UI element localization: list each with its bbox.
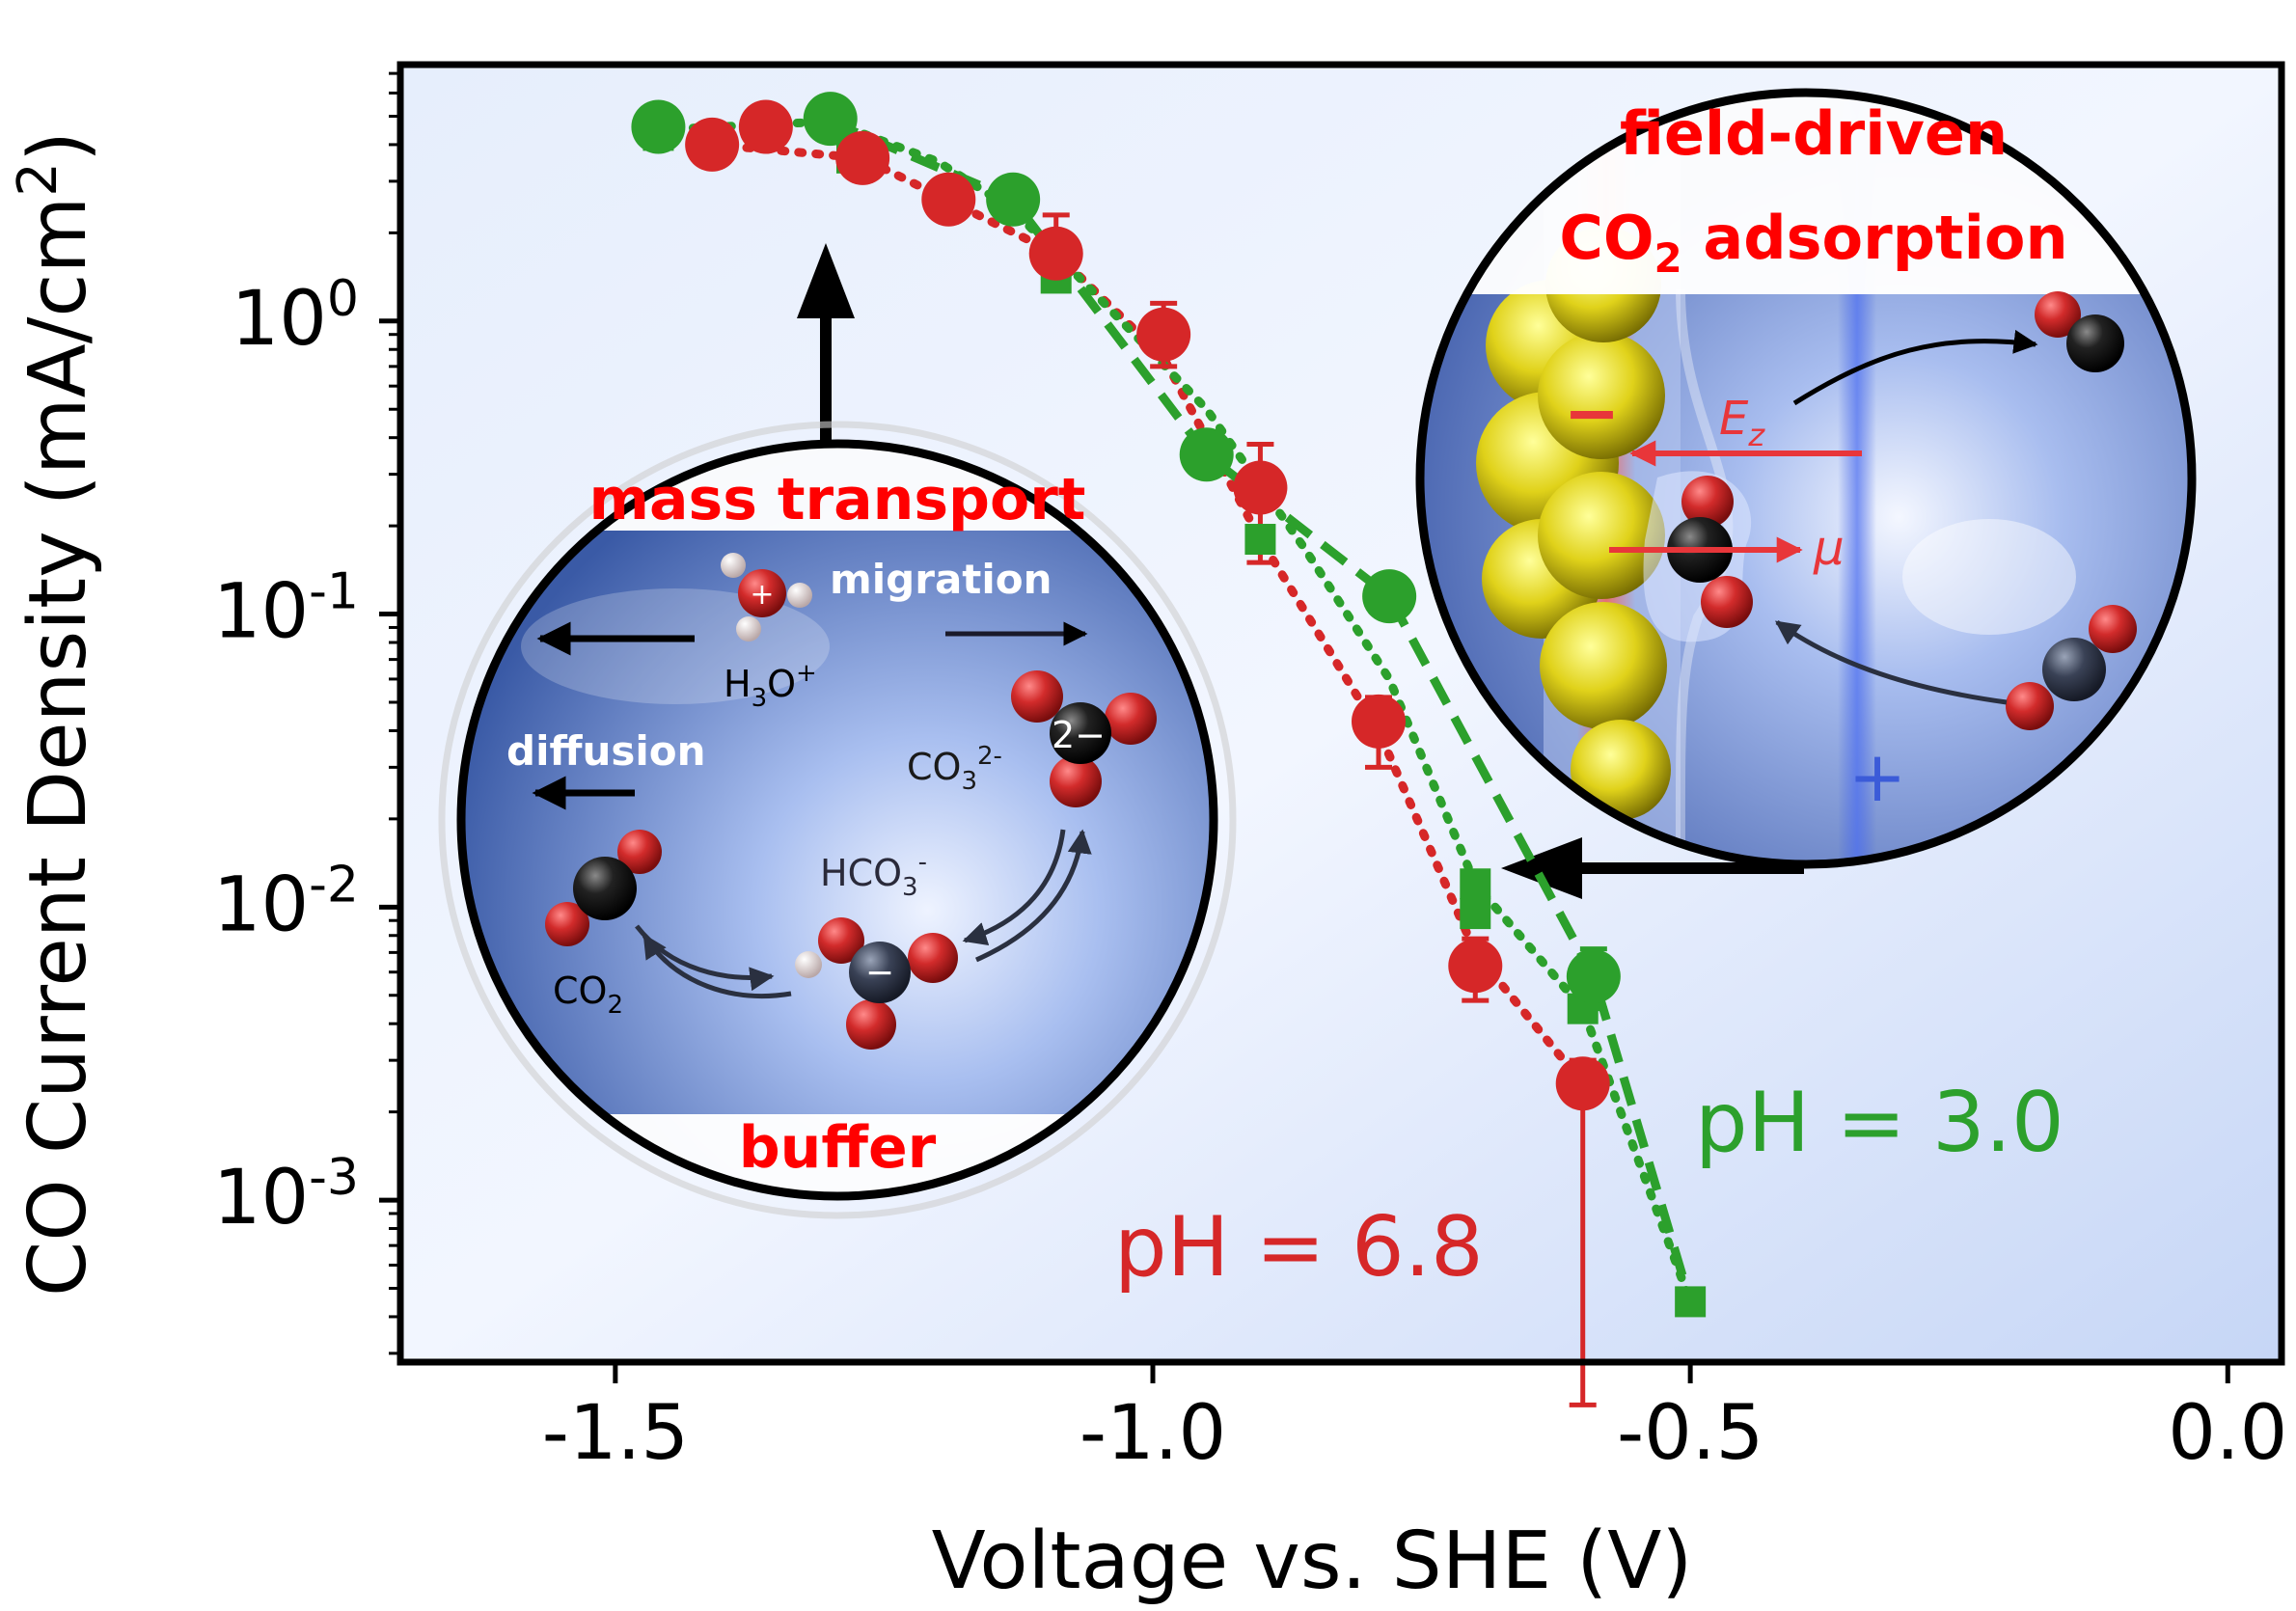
inset-left-title: mass transport <box>589 466 1086 533</box>
x-tick-label-1: -1.0 <box>1080 1390 1226 1477</box>
x-tick-label-0: -1.5 <box>542 1390 689 1477</box>
h3o-charge: + <box>750 578 774 612</box>
approach-arrow <box>1774 619 2008 705</box>
ph68-point-5 <box>1136 307 1191 362</box>
h3o-molecule-icon: + <box>721 553 812 642</box>
ph30-point-4 <box>1362 569 1417 624</box>
ph68-point-9 <box>1555 1056 1610 1111</box>
field-label: Ez <box>1719 392 1765 453</box>
ph68-fit-line <box>707 140 1588 1088</box>
co2-label-left: CO2 <box>553 969 623 1020</box>
h3o-label: H3O+ <box>724 659 817 713</box>
y-tick-label-0: 100 <box>232 270 359 363</box>
big-arrows <box>797 243 1804 899</box>
ph30-square-4 <box>1460 868 1491 900</box>
carbonate-molecule-icon: 2− <box>1011 670 1157 807</box>
y-axis-label: CO Current Density (mA/cm2) <box>7 131 104 1297</box>
up-arrow-shaft <box>820 309 832 444</box>
incoming-co2-icon <box>2006 605 2137 730</box>
ph68-point-7 <box>1352 694 1406 749</box>
ph30-square-3 <box>1244 524 1276 556</box>
ph30-square-5 <box>1460 898 1491 930</box>
ph30-point-5 <box>1566 949 1621 1004</box>
data-markers <box>631 92 1707 1318</box>
desorb-arrow <box>1792 329 2038 406</box>
bicarbonate-label: HCO3- <box>820 848 927 902</box>
diffusion-label: diffusion <box>506 727 706 775</box>
y-axis: 100 10-1 10-2 10-3 <box>213 71 400 1355</box>
ph30-fit-line-dotted <box>653 117 1695 1306</box>
adsorbed-co2-icon <box>1643 471 1753 642</box>
solution-charge-plus: + <box>1848 736 1906 817</box>
inset-right-title-line2: CO2 adsorption <box>1559 203 2067 282</box>
inset-left-border <box>456 439 1218 1201</box>
inset-right-border <box>1415 88 2197 869</box>
bicarbonate-molecule-icon: − <box>795 917 958 1050</box>
ph68-point-3 <box>921 172 976 227</box>
ph68-point-0 <box>685 117 740 172</box>
bicarbonate-charge: − <box>865 953 894 993</box>
ph30-point-3 <box>1179 427 1234 482</box>
ph68-point-6 <box>1233 460 1288 515</box>
inset-left-bottom-label: buffer <box>739 1114 937 1182</box>
ph30-fit-line-dashed <box>828 117 1695 1303</box>
ph68-point-1 <box>738 99 793 154</box>
inset-mass-transport: mass transport buffer migration diffusio… <box>438 421 1237 1219</box>
series-lines <box>653 117 1695 1306</box>
left-arrow-shaft <box>1572 862 1804 874</box>
y-tick-label-2: 10-2 <box>213 856 359 948</box>
y-tick-label-3: 10-3 <box>213 1149 359 1242</box>
ph68-point-4 <box>1028 226 1083 281</box>
ph30-annotation: pH = 3.0 <box>1695 1075 2064 1171</box>
inset-right-title-line1: field-driven <box>1620 98 2008 169</box>
x-tick-label-3: 0.0 <box>2168 1390 2287 1477</box>
carbonate-charge: 2− <box>1052 714 1106 756</box>
ph30-point-0 <box>631 99 686 154</box>
x-axis: -1.5 -1.0 -0.5 0.0 <box>542 1362 2287 1477</box>
carbonate-label: CO32- <box>907 742 1002 796</box>
migration-label: migration <box>830 556 1052 603</box>
electrode-charge-minus: − <box>1564 373 1621 452</box>
x-axis-label: Voltage vs. SHE (V) <box>932 1515 1693 1607</box>
ph30-point-1 <box>803 92 858 147</box>
axes-frame <box>396 61 2285 1366</box>
ph30-point-2 <box>986 172 1041 227</box>
gold-electrode-atoms <box>1476 227 1671 820</box>
up-arrow-head <box>797 243 855 318</box>
x-tick-label-2: -0.5 <box>1617 1390 1763 1477</box>
ph68-point-8 <box>1448 939 1503 994</box>
left-arrow-head <box>1501 837 1582 899</box>
co2-molecule-icon-left <box>545 830 662 946</box>
ph68-annotation: pH = 6.8 <box>1114 1199 1484 1296</box>
ph30-square-7 <box>1675 1286 1707 1318</box>
desorbing-co-icon <box>2035 291 2124 372</box>
ph68-point-2 <box>835 130 890 185</box>
dipole-label: μ <box>1813 520 1845 576</box>
y-tick-label-1: 10-1 <box>213 563 359 656</box>
